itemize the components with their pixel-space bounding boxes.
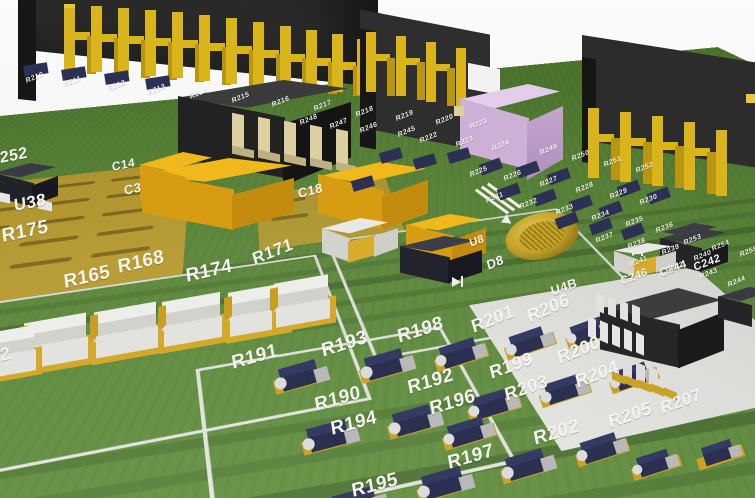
diode-d8[interactable] [400,236,486,284]
designator-small: R255 [739,245,755,259]
cap-yellow-c3[interactable] [142,158,312,230]
designator-r198: R198 [395,312,446,348]
ic-black-right-c[interactable] [663,223,723,261]
pin-header-top-right[interactable] [580,80,755,210]
resistor-chip[interactable] [696,436,748,475]
silk-diode-symbol [452,276,474,288]
designator-r175: R175 [0,216,50,247]
pin-header-top-left[interactable] [0,0,400,120]
cap-white-mid[interactable] [322,218,398,264]
designator-r195: R195 [350,468,400,498]
ic-gullwing-leads [232,106,464,175]
cap-white-2[interactable] [88,301,166,366]
designator-r205: R205 [606,397,654,432]
cap-white-3[interactable] [156,291,230,354]
resistor-chip[interactable] [575,429,633,473]
designator-r168: R168 [116,246,166,278]
resistor-chip[interactable] [499,445,560,489]
pin-header-silver-bottom-right[interactable] [588,316,738,362]
designator-r165: R165 [62,261,112,293]
designator-r202: R202 [531,415,582,450]
designator-r201: R201 [469,300,517,337]
designator-r171: R171 [250,234,296,269]
designator-r174: R174 [184,255,234,287]
designator-c14: C14 [111,155,136,174]
designator-r206: R206 [524,289,573,327]
ic-black-right-b[interactable] [718,287,755,327]
ic-u38[interactable] [0,163,64,212]
designator-r191: R191 [230,340,280,374]
resistor-chip[interactable] [630,445,685,486]
cap-yellow-upper-left[interactable] [140,152,220,212]
cap-white-right[interactable] [614,243,678,278]
cap-white-5[interactable] [268,274,338,334]
pin-header-top-mid[interactable] [350,20,500,130]
